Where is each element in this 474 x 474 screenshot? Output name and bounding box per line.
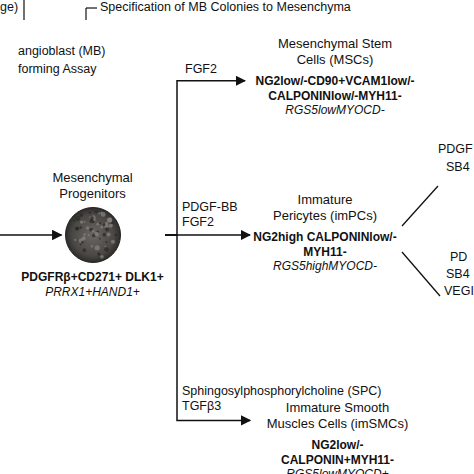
marker-profile: PDGFRβ+CD271+ DLK1+ (20, 270, 165, 285)
free-label: ge) (0, 0, 18, 15)
cell-name: Immature Smooth Muscles Cells (imSMCs) (267, 400, 409, 432)
cell-type-node: Mesenchymal Stem Cells (MSCs) NG2low/-CD9… (245, 36, 425, 118)
free-label: Specification of MB Colonies to Mesenchy… (100, 0, 351, 15)
free-label: SB4 (446, 160, 470, 175)
marker-profile: NG2low/-CD90+VCAM1low/- CALPONINlow/-MYH… (245, 74, 425, 103)
incoming-arrow (0, 234, 62, 236)
gene-profile: RGS5lowMYOCD+ (250, 467, 425, 474)
growth-factor-label: FGF2 (185, 62, 245, 77)
free-label: PD (450, 250, 467, 265)
cell-name: Mesenchymal Progenitors (23, 170, 163, 202)
free-label: SB4 (446, 267, 470, 282)
differentiation-arrow (165, 81, 245, 235)
cell-type-node: Immature Smooth Muscles Cells (imSMCs) NG… (250, 400, 425, 474)
gene-profile: RGS5highMYOCD- (250, 259, 400, 274)
bracket-line (85, 8, 86, 20)
colony-image (64, 206, 122, 264)
free-label: PDGF (438, 142, 473, 157)
growth-factor-label: PDGF-BB FGF2 (182, 200, 244, 230)
branch-line (402, 186, 438, 226)
growth-factor-label: Sphingosylphosphorylcholine (SPC) TGFβ3 (182, 384, 397, 414)
bracket-line (86, 7, 97, 8)
free-label: VEGI (444, 284, 474, 299)
free-label: angioblast (MB) (18, 44, 106, 59)
free-label: forming Assay (18, 62, 97, 77)
gene-profile: PRRX1+HAND1+ (20, 285, 165, 300)
marker-profile: NG2high CALPONINlow/-MYH11- (250, 230, 400, 259)
cell-type-node: Immature Pericytes (imPCs) NG2high CALPON… (250, 192, 400, 274)
cell-name: Mesenchymal Stem Cells (MSCs) (274, 36, 396, 68)
marker-profile: NG2low/- CALPONIN+MYH11- (275, 438, 400, 467)
bracket-line (23, 0, 24, 20)
differentiation-arrow (165, 234, 250, 236)
branch-line (402, 252, 440, 296)
progenitor-node: Mesenchymal ProgenitorsPDGFRβ+CD271+ DLK… (20, 170, 165, 299)
cell-name: Immature Pericytes (imPCs) (271, 192, 379, 224)
gene-profile: RGS5lowMYOCD- (245, 103, 425, 118)
